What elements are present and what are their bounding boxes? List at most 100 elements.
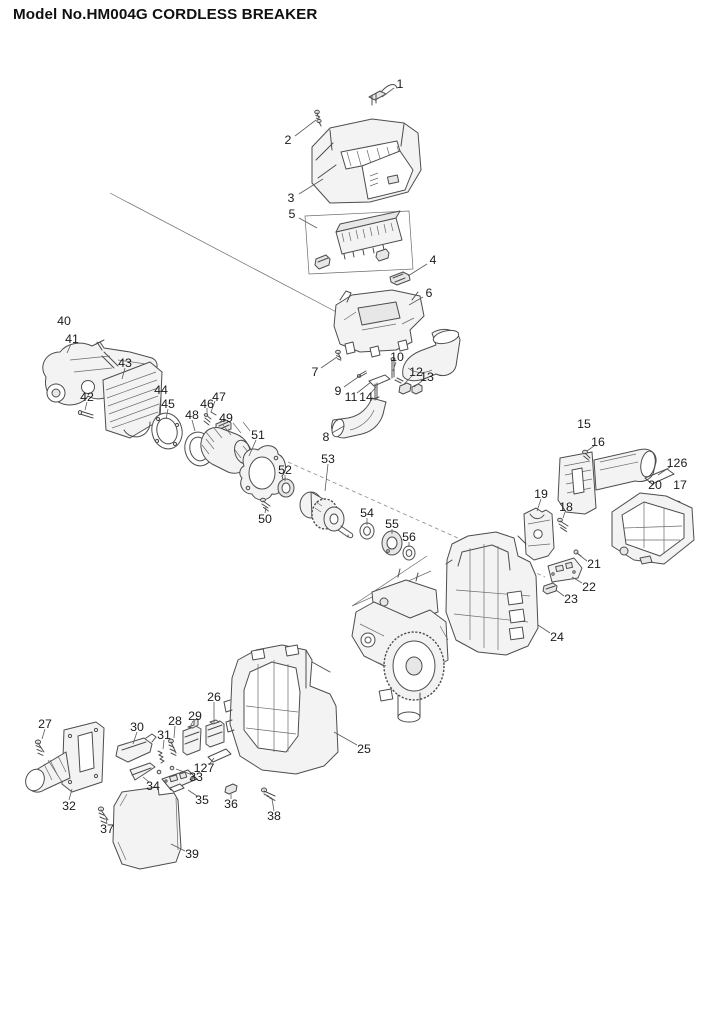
side-grip-32-drawing (25, 721, 105, 793)
washer-54-drawing (359, 522, 375, 540)
part-label-8: 8 (323, 430, 330, 444)
part-label-56: 56 (402, 530, 416, 544)
part-label-40: 40 (57, 314, 71, 328)
part-label-6: 6 (426, 286, 433, 300)
bracket-34-drawing (129, 762, 156, 781)
leader-line-35 (187, 789, 198, 797)
part-label-49: 49 (219, 411, 233, 425)
block-23-drawing (542, 582, 558, 595)
part-label-26: 26 (207, 690, 221, 704)
screw-38-drawing (260, 787, 276, 801)
rotor-53-drawing (299, 491, 354, 539)
leader-line-2 (294, 119, 317, 137)
cover-39-drawing (112, 786, 182, 870)
leader-line-42 (84, 401, 88, 411)
leader-line-8 (331, 425, 345, 434)
part-label-23: 23 (564, 592, 578, 606)
leader-line-41 (66, 343, 72, 354)
part-label-36: 36 (224, 797, 238, 811)
part-label-44: 44 (154, 383, 168, 397)
elbow-pipe-upper-drawing (402, 329, 461, 382)
part-label-4: 4 (430, 253, 437, 267)
leader-line-13 (413, 380, 423, 388)
screw-28-drawing (168, 738, 177, 756)
part-label-127: 127 (194, 761, 215, 775)
part-label-19: 19 (534, 487, 548, 501)
elbow-pipe-8-drawing (331, 397, 387, 439)
part-label-126: 126 (667, 456, 688, 470)
pcb-35-drawing (161, 769, 198, 793)
part-label-1: 1 (397, 77, 404, 91)
part-label-47: 47 (212, 390, 226, 404)
leader-line-51 (248, 439, 257, 457)
leader-line-25 (333, 731, 358, 746)
part-label-2: 2 (285, 133, 292, 147)
leader-line-22 (571, 576, 583, 584)
part-label-22: 22 (582, 580, 596, 594)
leader-line-28 (173, 725, 176, 739)
switch-29-drawing (182, 718, 202, 756)
leader-line-5 (298, 217, 318, 229)
part-label-50: 50 (258, 512, 272, 526)
leader-line-127 (208, 757, 215, 766)
part-label-20: 20 (648, 478, 662, 492)
leader-lines (41, 87, 671, 852)
part-label-55: 55 (385, 517, 399, 531)
leader-line-53 (324, 463, 329, 492)
part-label-51: 51 (251, 428, 265, 442)
leader-line-45 (165, 408, 169, 420)
part-label-37: 37 (100, 822, 114, 836)
part-label-12: 12 (409, 365, 423, 379)
part-label-25: 25 (357, 742, 371, 756)
part-label-21: 21 (587, 557, 601, 571)
leader-line-14 (370, 386, 377, 394)
screws-2-drawing (314, 109, 322, 127)
leader-line-32 (68, 788, 73, 801)
pin-42-drawing (77, 410, 94, 419)
leader-line-6 (408, 296, 424, 306)
leader-line-38 (271, 798, 275, 812)
switch-26-drawing (205, 719, 225, 748)
motor-housing-cover-drawing (311, 118, 422, 204)
leader-line-23 (555, 589, 565, 597)
plate-19-drawing (523, 507, 555, 561)
leader-line-12 (403, 375, 413, 385)
part-label-32: 32 (62, 799, 76, 813)
leader-line-31 (162, 739, 165, 750)
leader-line-3 (298, 178, 324, 195)
part-label-11: 11 (345, 390, 358, 404)
leader-line-39 (170, 843, 186, 852)
label-sticker-127-drawing (207, 748, 232, 763)
housing-left-25-drawing (223, 644, 339, 775)
part-label-15: 15 (577, 417, 591, 431)
leader-line-48 (191, 419, 196, 432)
leader-line-9 (343, 374, 362, 388)
part-label-33: 33 (189, 770, 203, 784)
page-title: Model No.HM004G CORDLESS BREAKER (13, 6, 318, 23)
leader-line-7 (320, 356, 338, 369)
part-label-3: 3 (288, 191, 295, 205)
screw-37-drawing (97, 806, 109, 824)
inner-cover-drawing (611, 492, 695, 565)
leader-line-37 (105, 817, 108, 825)
part-label-43: 43 (118, 356, 132, 370)
screw-27-drawing (34, 739, 45, 756)
part-label-42: 42 (80, 390, 94, 404)
part-label-38: 38 (267, 809, 281, 823)
lever-30-drawing (115, 733, 157, 763)
leader-line-1 (381, 87, 395, 98)
block-36-drawing (224, 783, 238, 795)
spring-31-drawing (157, 750, 165, 764)
controller-box-drawing (304, 210, 414, 275)
leader-line-11 (356, 381, 372, 394)
screw-50-drawing (260, 497, 271, 512)
part-label-16: 16 (591, 435, 605, 449)
leader-line-34 (142, 776, 150, 783)
part-label-24: 24 (550, 630, 564, 644)
pins-33-drawing (156, 765, 175, 775)
screws-46-47-drawing (203, 411, 217, 426)
part-label-31: 31 (157, 728, 171, 742)
part-label-14: 14 (359, 390, 373, 404)
